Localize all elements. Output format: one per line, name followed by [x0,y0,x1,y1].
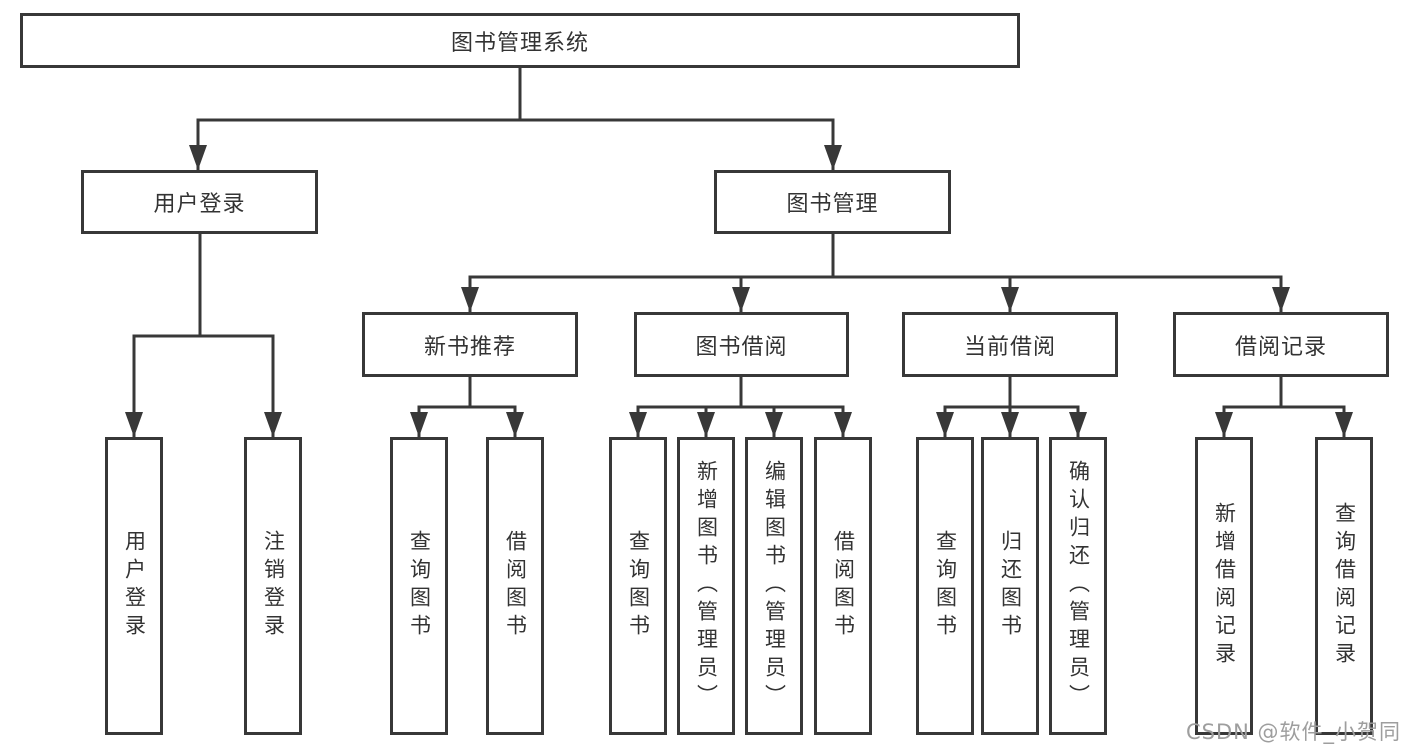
leaf-query-books-current: 查询图书 [916,437,974,735]
leaf-add-borrow-record: 新增借阅记录 [1195,437,1253,735]
node-current-borrowing: 当前借阅 [902,312,1118,377]
leaf-edit-book-admin: 编辑图书（管理员） [745,437,803,735]
watermark: CSDN @软件_小贺同学 [1186,720,1402,744]
node-user-login: 用户登录 [81,170,318,234]
connector-paths [132,68,1346,437]
leaf-query-books-recommend: 查询图书 [390,437,448,735]
leaf-logout: 注销登录 [244,437,302,735]
leaf-borrow-books-borrowing: 借阅图书 [814,437,872,735]
leaf-query-books-borrowing: 查询图书 [609,437,667,735]
node-library-management-system: 图书管理系统 [20,13,1020,68]
leaf-confirm-return-admin: 确认归还（管理员） [1049,437,1107,735]
node-new-book-recommendation: 新书推荐 [362,312,578,377]
arrowheads [125,145,1353,437]
leaf-borrow-books-recommend: 借阅图书 [486,437,544,735]
node-book-borrowing: 图书借阅 [634,312,849,377]
node-borrowing-records: 借阅记录 [1173,312,1389,377]
node-book-management: 图书管理 [714,170,951,234]
leaf-user-login: 用户登录 [105,437,163,735]
leaf-query-borrow-record: 查询借阅记录 [1315,437,1373,735]
leaf-return-books: 归还图书 [981,437,1039,735]
leaf-add-book-admin: 新增图书（管理员） [677,437,735,735]
